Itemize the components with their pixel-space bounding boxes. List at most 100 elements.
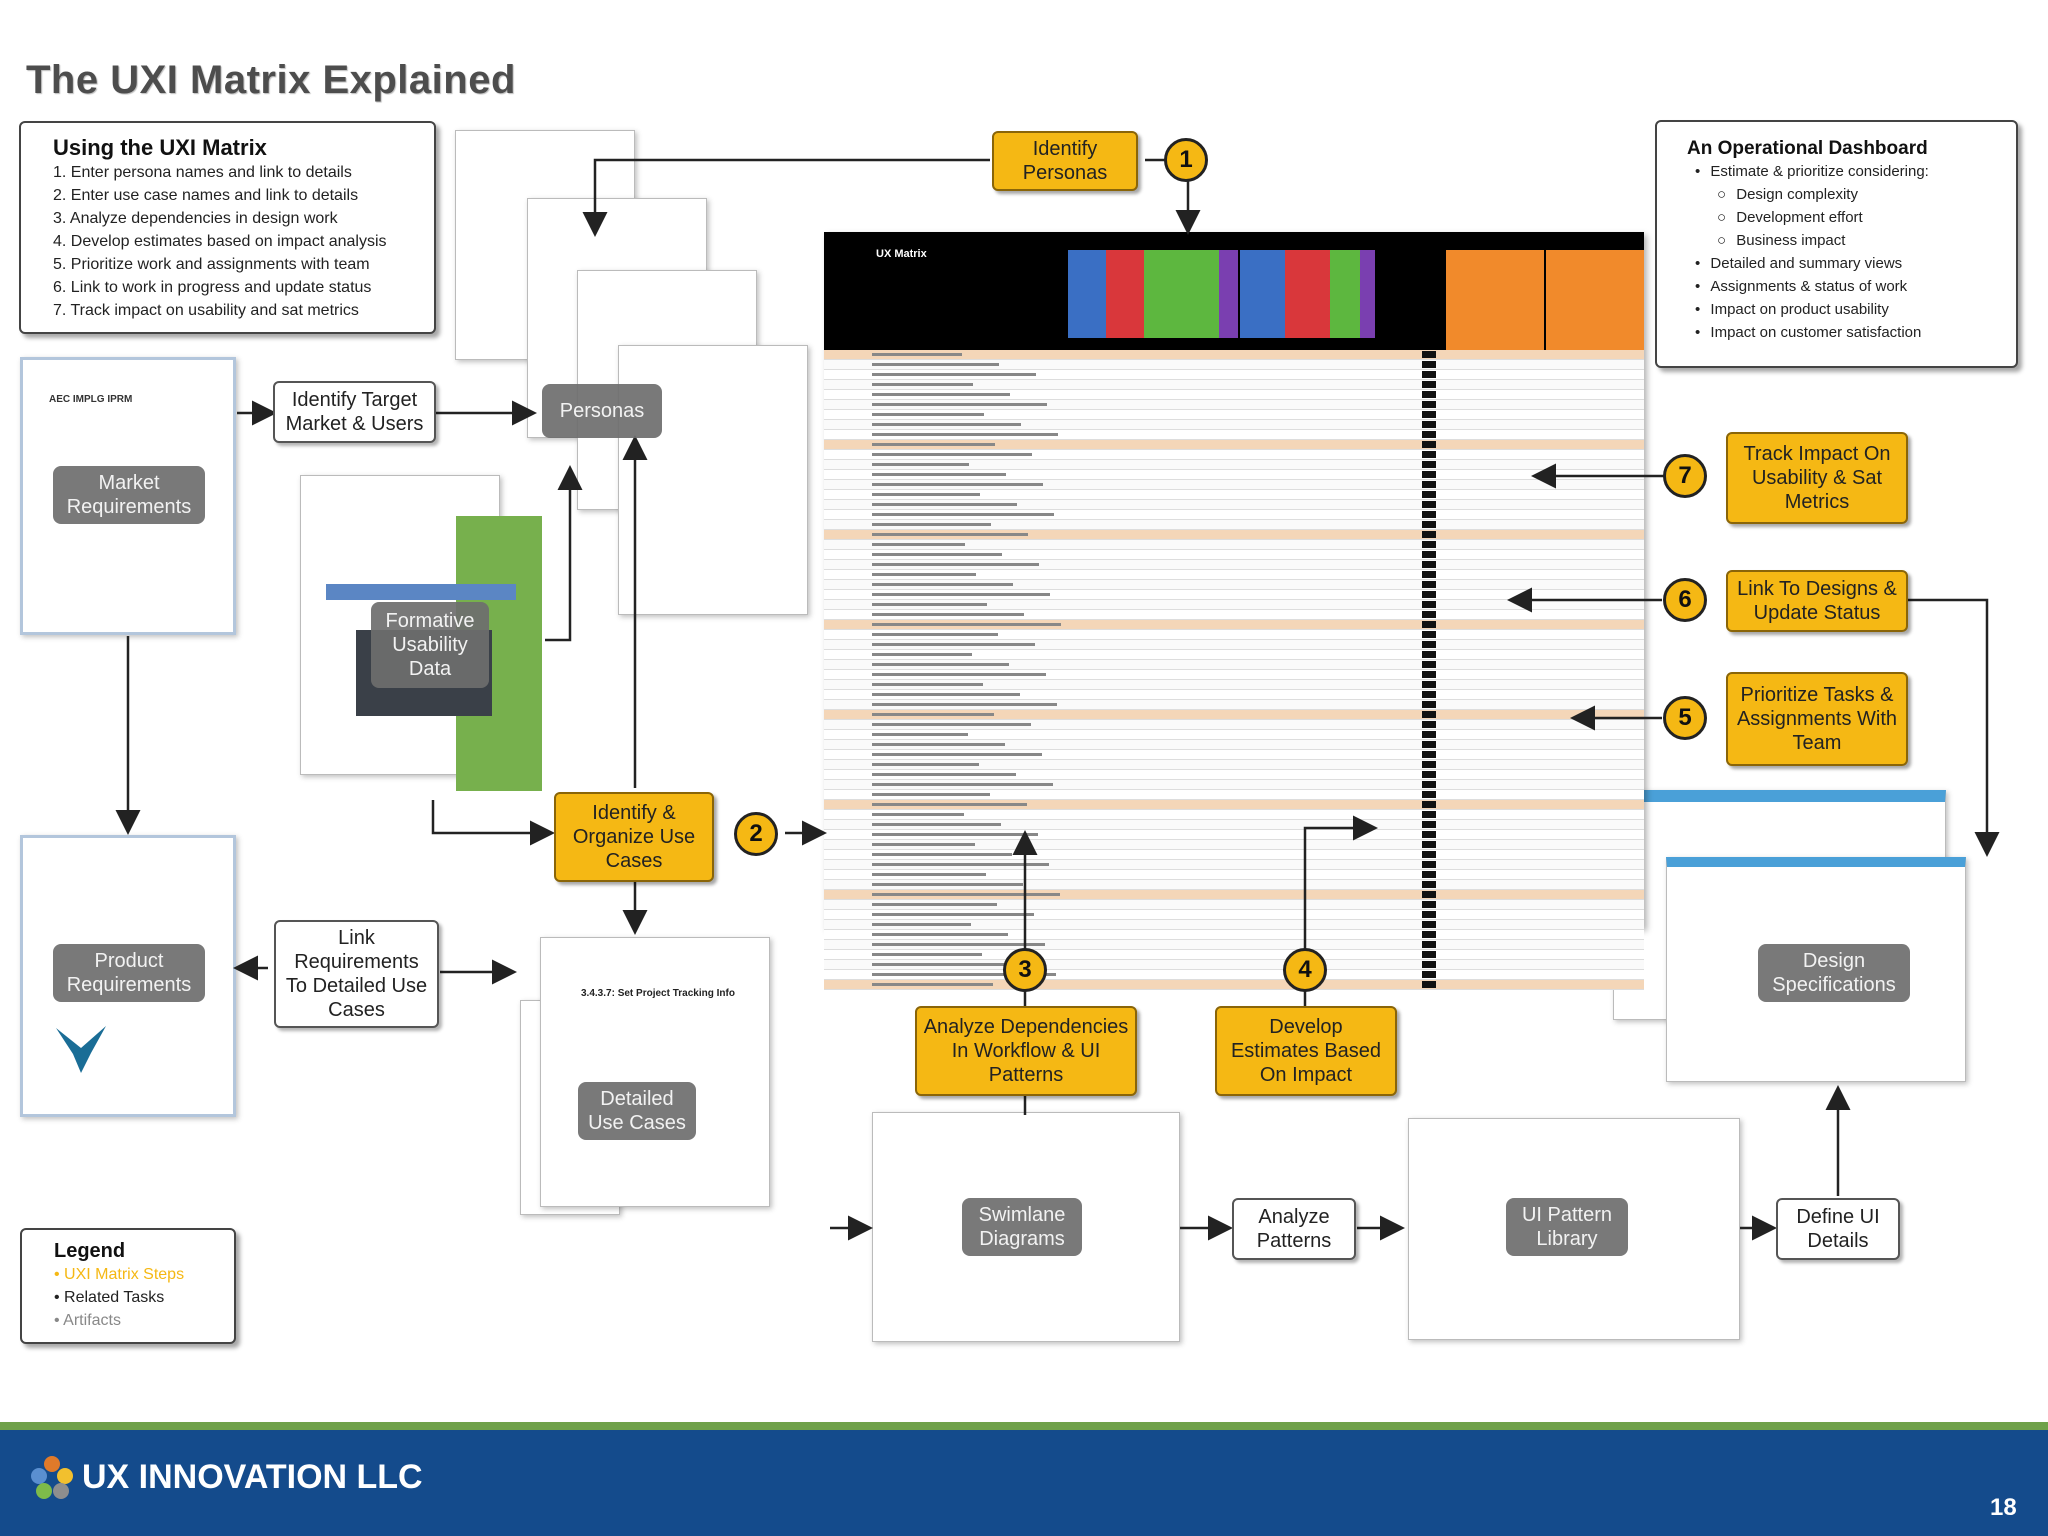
dashboard-item: • Assignments & status of work: [1687, 275, 2006, 298]
matrix-row-status: [1422, 741, 1436, 748]
matrix-row-text: [872, 603, 987, 606]
step-prioritize-tasks[interactable]: Prioritize Tasks & Assignments With Team: [1726, 672, 1908, 766]
artifact-market-requirements[interactable]: Market Requirements: [53, 466, 205, 524]
dashboard-panel: An Operational Dashboard • Estimate & pr…: [1655, 120, 2018, 368]
matrix-row: [824, 510, 1644, 520]
matrix-row-text: [872, 963, 1019, 966]
matrix-row: [824, 630, 1644, 640]
matrix-row-status: [1422, 491, 1436, 498]
matrix-row-text: [872, 673, 1046, 676]
matrix-row-text: [872, 823, 1001, 826]
use-case-doc-header: 3.4.3.7: Set Project Tracking Info: [581, 988, 735, 999]
matrix-row-text: [872, 413, 984, 416]
matrix-row: [824, 900, 1644, 910]
matrix-row: [824, 580, 1644, 590]
bullet-icon: •: [54, 1312, 64, 1329]
legend-item: • Related Tasks: [54, 1286, 224, 1309]
matrix-row-text: [872, 383, 973, 386]
matrix-row: [824, 600, 1644, 610]
matrix-row-text: [872, 663, 1009, 666]
matrix-row-status: [1422, 921, 1436, 928]
matrix-row-status: [1422, 841, 1436, 848]
task-analyze-patterns[interactable]: Analyze Patterns: [1232, 1198, 1356, 1260]
matrix-title: UX Matrix: [876, 248, 927, 260]
matrix-row: [824, 890, 1644, 900]
matrix-row-status: [1422, 531, 1436, 538]
matrix-row: [824, 550, 1644, 560]
matrix-row-text: [872, 733, 968, 736]
matrix-row-status: [1422, 371, 1436, 378]
matrix-row-status: [1422, 811, 1436, 818]
matrix-row: [824, 930, 1644, 940]
step-develop-estimates[interactable]: Develop Estimates Based On Impact: [1215, 1006, 1397, 1096]
matrix-group-tracking: [1446, 250, 1544, 350]
matrix-row: [824, 740, 1644, 750]
step-identify-personas[interactable]: Identify Personas: [992, 131, 1138, 191]
matrix-header: UX Matrix: [824, 232, 1644, 350]
matrix-row-status: [1422, 911, 1436, 918]
matrix-row: [824, 800, 1644, 810]
matrix-row-text: [872, 943, 1045, 946]
matrix-row: [824, 480, 1644, 490]
matrix-row-text: [872, 853, 1012, 856]
step-identify-use-cases[interactable]: Identify & Organize Use Cases: [554, 792, 714, 882]
matrix-row-status: [1422, 401, 1436, 408]
matrix-row-status: [1422, 941, 1436, 948]
step-track-impact[interactable]: Track Impact On Usability & Sat Metrics: [1726, 432, 1908, 524]
artifact-detailed-use-cases[interactable]: Detailed Use Cases: [578, 1082, 696, 1140]
matrix-row-text: [872, 453, 1032, 456]
artifact-product-requirements[interactable]: Product Requirements: [53, 944, 205, 1002]
artifact-swimlane-diagrams[interactable]: Swimlane Diagrams: [962, 1198, 1082, 1256]
task-define-ui-details[interactable]: Define UI Details: [1776, 1198, 1900, 1260]
matrix-row-text: [872, 433, 1058, 436]
matrix-row-status: [1422, 881, 1436, 888]
matrix-row: [824, 490, 1644, 500]
dashboard-item-text: Estimate & prioritize considering:: [1710, 163, 1929, 180]
step-number-2: 2: [734, 812, 778, 856]
matrix-row-status: [1422, 951, 1436, 958]
task-link-requirements[interactable]: Link Requirements To Detailed Use Cases: [274, 920, 439, 1028]
artifact-ui-pattern-library[interactable]: UI Pattern Library: [1506, 1198, 1628, 1256]
matrix-row-status: [1422, 861, 1436, 868]
matrix-row-text: [872, 653, 972, 656]
matrix-row-status: [1422, 571, 1436, 578]
matrix-row-text: [872, 923, 971, 926]
matrix-row-text: [872, 953, 982, 956]
matrix-row: [824, 470, 1644, 480]
matrix-row-status: [1422, 521, 1436, 528]
matrix-row: [824, 570, 1644, 580]
dashboard-item-text: Business impact: [1736, 232, 1846, 249]
matrix-row-status: [1422, 761, 1436, 768]
matrix-row: [824, 500, 1644, 510]
matrix-row: [824, 920, 1644, 930]
artifact-personas[interactable]: Personas: [542, 384, 662, 438]
legend-item: • Artifacts: [54, 1309, 224, 1332]
matrix-row-text: [872, 913, 1034, 916]
matrix-row: [824, 730, 1644, 740]
matrix-row-text: [872, 463, 969, 466]
matrix-row-status: [1422, 591, 1436, 598]
step-number-1: 1: [1164, 138, 1208, 182]
task-identify-target-market[interactable]: Identify Target Market & Users: [273, 381, 436, 443]
matrix-row: [824, 710, 1644, 720]
artifact-formative-usability[interactable]: Formative Usability Data: [371, 602, 489, 688]
legend-item-label: Artifacts: [63, 1312, 121, 1329]
step-number-4: 4: [1283, 948, 1327, 992]
step-number-6: 6: [1663, 578, 1707, 622]
usage-item: 6. Link to work in progress and update s…: [53, 279, 372, 296]
matrix-row-status: [1422, 821, 1436, 828]
matrix-row-text: [872, 973, 1056, 976]
matrix-row-text: [872, 373, 1036, 376]
step-link-designs[interactable]: Link To Designs & Update Status: [1726, 570, 1908, 632]
circle-bullet-icon: ○: [1717, 209, 1731, 226]
market-doc-header: AEC IMPLG IPRM: [49, 394, 133, 405]
matrix-row: [824, 460, 1644, 470]
matrix-row: [824, 860, 1644, 870]
dashboard-items: • Estimate & prioritize considering:○ De…: [1687, 160, 2006, 344]
matrix-row-status: [1422, 481, 1436, 488]
matrix-row: [824, 700, 1644, 710]
artifact-design-specifications[interactable]: Design Specifications: [1758, 944, 1910, 1002]
step-analyze-dependencies[interactable]: Analyze Dependencies In Workflow & UI Pa…: [915, 1006, 1137, 1096]
matrix-row-text: [872, 483, 1043, 486]
ux-matrix: UX Matrix: [824, 232, 1644, 990]
